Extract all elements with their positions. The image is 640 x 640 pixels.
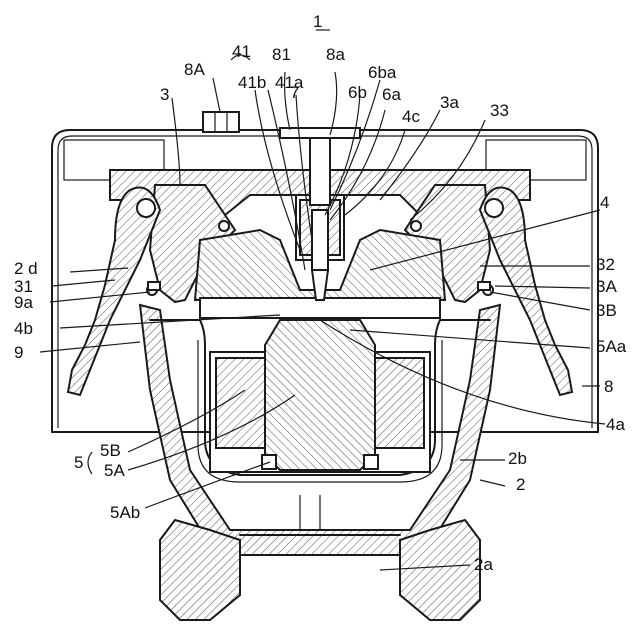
mass-5 [210,320,430,472]
label-41b: 41b [238,73,266,92]
label-7: 7 [290,83,299,102]
label-1: 1 [313,12,322,31]
label-5A: 5A [104,461,125,480]
label-6a: 6a [382,85,401,104]
label-81: 81 [272,45,291,64]
label-3: 3 [160,85,169,104]
label-9a: 9a [14,293,33,312]
label-4: 4 [600,193,609,212]
label-2b: 2b [508,449,527,468]
label-5Ab: 5Ab [110,503,140,522]
label-8a: 8a [326,45,345,64]
label-4b: 4b [14,319,33,338]
label-9: 9 [14,343,23,362]
label-2: 2 [516,475,525,494]
label-8: 8 [604,377,613,396]
label-8A: 8A [184,60,205,79]
label-41: 41 [232,42,251,61]
label-6ba: 6ba [368,63,397,82]
label-32: 32 [596,255,615,274]
label-3B: 3B [596,301,617,320]
label-2d: 2 d [14,259,38,278]
label-5: 5 [74,453,83,472]
label-4a: 4a [606,415,625,434]
bolt-8A [203,112,239,132]
label-2a: 2a [474,555,493,574]
label-5B: 5B [100,441,121,460]
label-6b: 6b [348,83,367,102]
label-5Aa: 5Aa [596,337,627,356]
label-4c: 4c [402,107,420,126]
label-33: 33 [490,101,509,120]
label-3a: 3a [440,93,459,112]
label-3A: 3A [596,277,617,296]
